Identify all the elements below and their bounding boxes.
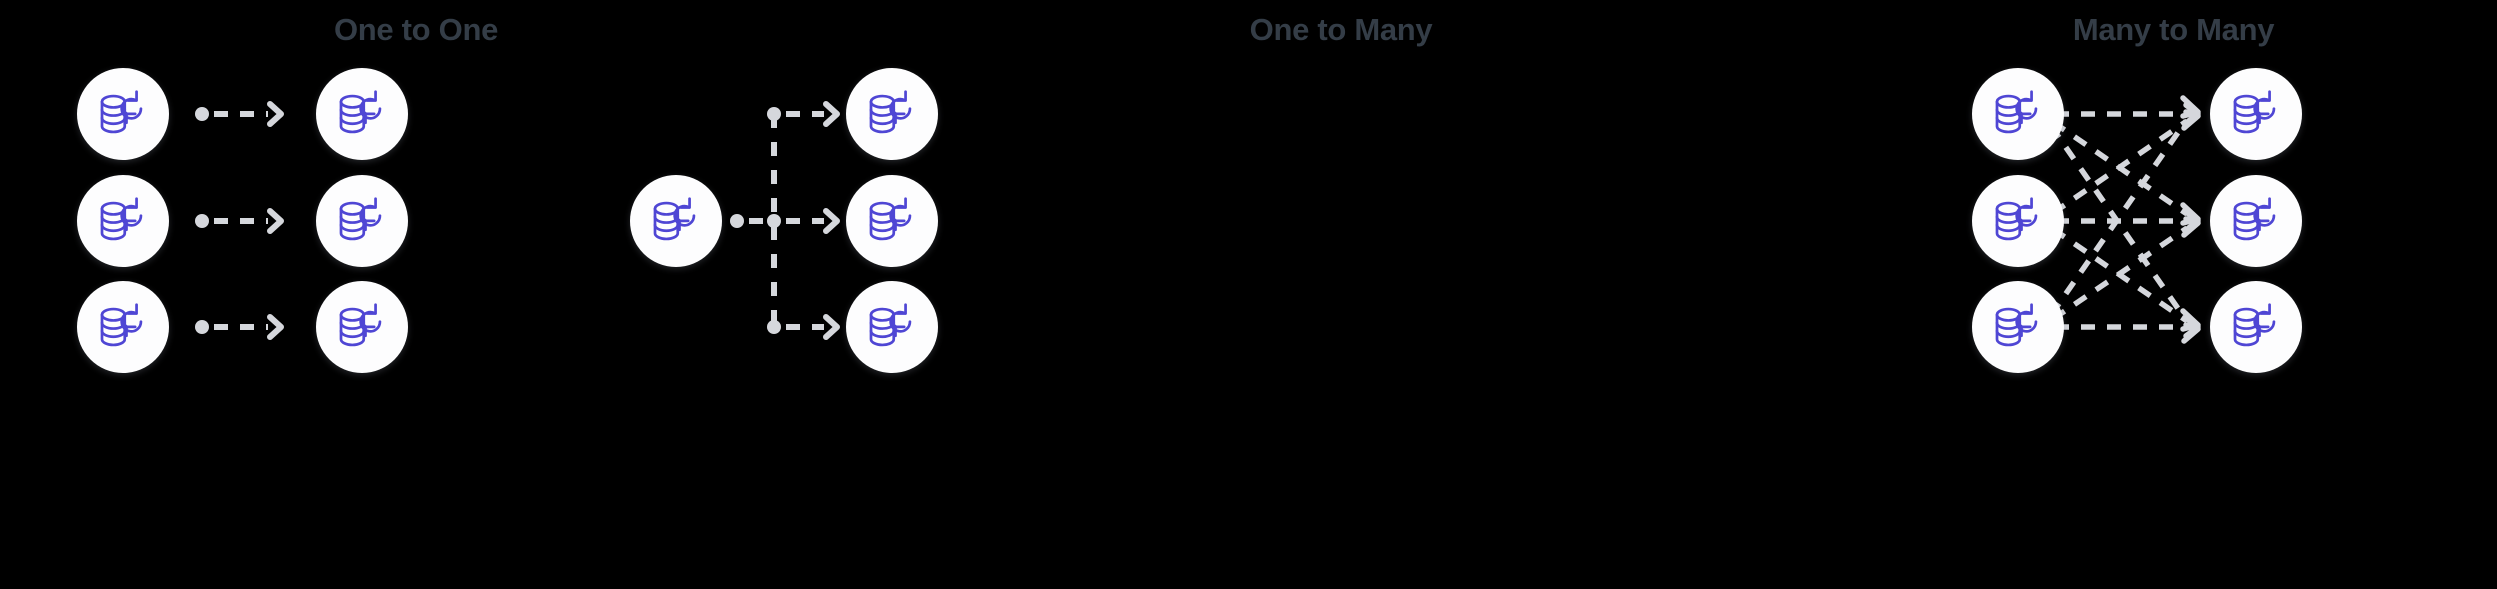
- database-sync-icon: [2233, 90, 2276, 134]
- source-node[interactable]: [77, 175, 169, 267]
- source-node[interactable]: [77, 68, 169, 160]
- database-sync-icon: [339, 303, 382, 347]
- database-sync-icon: [2233, 197, 2276, 241]
- mesh-link: [2051, 118, 2189, 216]
- target-node[interactable]: [846, 68, 938, 160]
- target-node[interactable]: [846, 281, 938, 373]
- link-arrowhead: [2181, 322, 2201, 344]
- link-arrowhead: [2181, 216, 2201, 238]
- link-arrowhead: [267, 101, 284, 127]
- link-arrowhead: [2181, 109, 2201, 131]
- link-arrowhead: [2183, 209, 2201, 233]
- database-sync-icon: [869, 90, 912, 134]
- panel-many-to-many: Many to Many: [1850, 0, 2497, 589]
- source-node[interactable]: [77, 281, 169, 373]
- mesh-link: [2051, 119, 2189, 217]
- target-node[interactable]: [316, 68, 408, 160]
- database-sync-icon: [1995, 197, 2038, 241]
- connector-layer-one-to-many: [730, 101, 840, 340]
- link-arrowhead: [2180, 95, 2201, 119]
- link-arrowhead: [267, 314, 284, 340]
- panel-one-to-one: One to One: [0, 0, 832, 589]
- target-node[interactable]: [2210, 68, 2302, 160]
- link-arrowhead: [267, 208, 284, 234]
- database-sync-icon: [1995, 303, 2038, 347]
- source-node[interactable]: [1972, 281, 2064, 373]
- source-node[interactable]: [1972, 68, 2064, 160]
- database-sync-icon: [869, 303, 912, 347]
- panel-title-one-to-many: One to Many: [1249, 12, 1433, 47]
- panel-title-one-to-one: One to One: [333, 12, 499, 47]
- database-sync-icon: [339, 197, 382, 241]
- database-sync-icon: [339, 90, 382, 134]
- database-sync-icon: [2233, 303, 2276, 347]
- database-sync-icon: [1995, 90, 2038, 134]
- connector-layer-many-to-many: [2036, 95, 2201, 344]
- mesh-link: [2051, 226, 2189, 324]
- database-sync-icon: [100, 303, 143, 347]
- link-origin-dot: [195, 107, 209, 121]
- target-node[interactable]: [2210, 175, 2302, 267]
- link-arrowhead: [2180, 308, 2201, 332]
- database-sync-icon: [869, 197, 912, 241]
- target-node[interactable]: [316, 281, 408, 373]
- link-arrowhead: [2183, 315, 2201, 339]
- database-sync-icon: [100, 90, 143, 134]
- target-node[interactable]: [2210, 281, 2302, 373]
- link-origin-dot: [195, 214, 209, 228]
- link-arrowhead: [2183, 102, 2201, 126]
- mesh-link: [2048, 119, 2189, 317]
- mesh-link: [2048, 124, 2189, 322]
- target-node[interactable]: [316, 175, 408, 267]
- database-sync-icon: [653, 197, 696, 241]
- database-sync-icon: [100, 197, 143, 241]
- source-node[interactable]: [630, 175, 722, 267]
- panel-title-many-to-many: Many to Many: [2072, 12, 2275, 47]
- mesh-link: [2051, 225, 2189, 322]
- link-arrowhead: [2180, 202, 2201, 226]
- panel-one-to-many: One to Many: [630, 0, 1850, 589]
- source-node[interactable]: [1972, 175, 2064, 267]
- target-node[interactable]: [846, 175, 938, 267]
- link-origin-dot: [195, 320, 209, 334]
